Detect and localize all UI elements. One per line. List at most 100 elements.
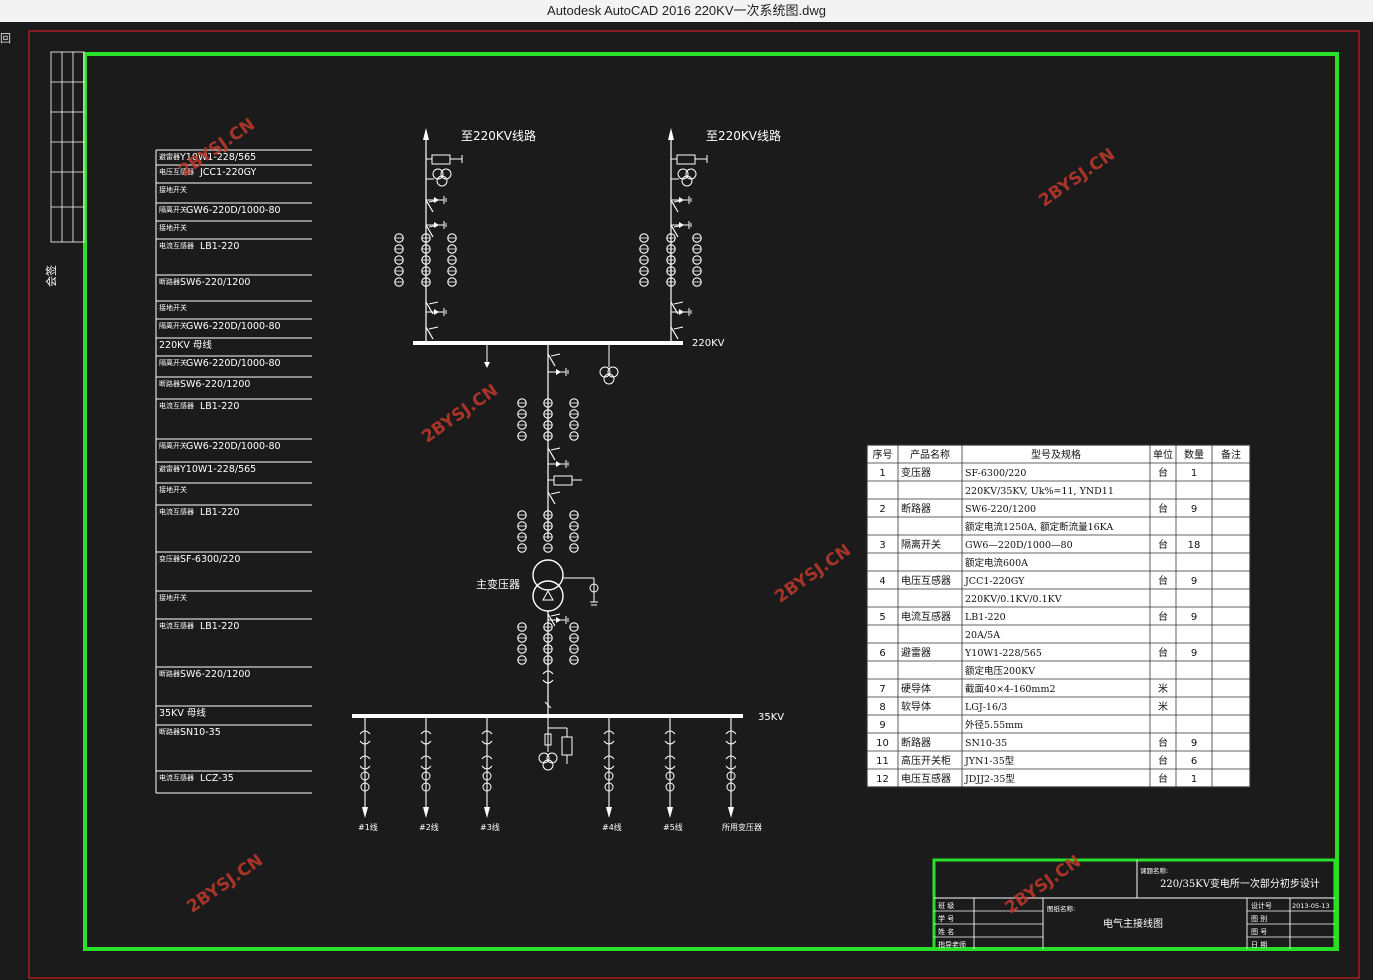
title-block-field: 日 期 [1251,941,1267,949]
drawing-name: 电气主接线图 [1103,917,1163,930]
voltage-transformer-icon [436,175,448,187]
current-transformer-icon [639,233,649,243]
left-table-label: 隔离开关 [159,321,187,330]
feeder-label: #5线 [663,822,683,832]
left-table-value: LB1-220 [200,401,239,412]
fuse-icon [544,733,552,746]
left-table-value: JCC1-220GY [199,167,257,178]
feeder-ct-icon [360,782,370,792]
parts-table-cell: LGJ-16/3 [965,702,1007,713]
feeder-disconnect-icon [664,755,676,770]
parts-table-cell: 高压开关柜 [901,754,951,767]
current-transformer-icon [517,633,527,643]
parts-table-cell: 外径5.55mm [965,719,1023,731]
parts-table-cell: 220KV/35KV, Uk%=11, YND11 [965,486,1114,497]
left-table-value: SW6-220/1200 [180,277,250,288]
conductor-line [547,491,556,505]
voltage-transformer-icon [685,168,697,180]
left-table-label: 断路器 [159,727,180,736]
conductor-line [425,199,434,213]
line-arrow-icon [668,128,674,140]
parts-table-header: 序号 [873,448,893,461]
title-block-date: 2013-05-13 [1292,902,1330,910]
left-table-value: GW6-220D/1000-80 [186,205,281,216]
parts-table-header: 单位 [1153,448,1173,461]
switch-blade [428,326,439,330]
voltage-transformer-icon [607,366,619,378]
current-transformer-icon [421,244,431,254]
current-transformer-icon [666,277,676,287]
left-table-value: SN10-35 [180,727,221,738]
earth-switch-arrow [556,461,561,467]
viewport-control-icon[interactable]: 回 [0,32,11,45]
current-transformer-icon [517,644,527,654]
earth-switch-arrow [556,369,561,375]
drawing-name-label: 图纸名称: [1047,904,1075,913]
left-table-label: 接地开关 [159,303,187,312]
feeder-label: #4线 [602,822,622,832]
bus-earth-icon [484,362,490,368]
switch-blade [673,326,684,330]
parts-table-cell: GW6—220D/1000—80 [965,540,1073,551]
parts-table-cell: 9 [1191,648,1197,659]
switch-blade [428,301,439,305]
left-table-label: 接地开关 [159,223,187,232]
parts-table-cell: 台 [1158,466,1168,479]
current-transformer-icon [394,277,404,287]
conductor-line [544,701,552,709]
current-transformer-icon [421,255,431,265]
window-title-bar: Autodesk AutoCAD 2016 220KV一次系统图.dwg [0,0,1373,22]
parts-table-cell: 额定电流600A [965,557,1028,569]
current-transformer-icon [517,655,527,665]
feeder-ct-icon [665,782,675,792]
parts-table-cell: 截面40×4-160mm2 [965,683,1056,695]
conductor-line [425,224,434,238]
parts-table-cell: LB1-220 [965,612,1006,623]
left-table-label: 接地开关 [159,593,187,602]
parts-table-cell: 3 [879,540,885,551]
switch-blade [550,491,561,495]
left-table-value: GW6-220D/1000-80 [186,358,281,369]
left-table-label: 接地开关 [159,185,187,194]
voltage-transformer-icon [603,373,615,385]
feeder-disconnect-icon [420,755,432,770]
current-transformer-icon [543,622,553,632]
feeder-label: #1线 [358,822,378,832]
parts-table-cell: 台 [1158,772,1168,785]
title-block-field: 姓 名 [938,927,954,936]
feeder-disconnect-icon [359,755,371,770]
left-table-label: 避雷器 [159,464,180,473]
current-transformer-icon [666,255,676,265]
current-transformer-icon [543,543,553,553]
neutral-ct-icon [589,583,599,593]
line-destination-label: 至220KV线路 [706,128,781,143]
parts-table-header: 备注 [1221,448,1241,461]
surge-arrester-icon [676,154,696,165]
earth-switch-arrow [679,197,684,203]
parts-table-background [867,445,1250,787]
current-transformer-icon [517,532,527,542]
parts-table-cell: 9 [1191,576,1197,587]
bus-35-label: 35KV [758,712,784,723]
parts-table-cell: 4 [879,576,885,587]
feeder-ct-icon [726,782,736,792]
feeder-breaker-icon [603,730,615,745]
current-transformer-icon [543,532,553,542]
parts-table-cell: 台 [1158,610,1168,623]
earth-switch-arrow [679,222,684,228]
parts-table-cell: 220KV/0.1KV/0.1KV [965,594,1062,605]
left-table-label: 电流互感器 [159,507,194,516]
watermark-text: 2BYSJ.CN [183,851,266,918]
bus-220-label: 220KV [692,338,725,349]
feeder-disconnect-icon [725,755,737,770]
conductor-line [547,447,556,461]
parts-table-cell: 1 [879,468,885,479]
parts-table-cell: 隔离开关 [901,538,941,551]
outer-sheet-border [28,30,1360,979]
earth-switch-arrow [434,309,439,315]
feeder-arrow-icon [606,807,612,818]
watermark-text: 2BYSJ.CN [771,541,854,608]
current-transformer-icon [569,644,579,654]
current-transformer-icon [517,409,527,419]
